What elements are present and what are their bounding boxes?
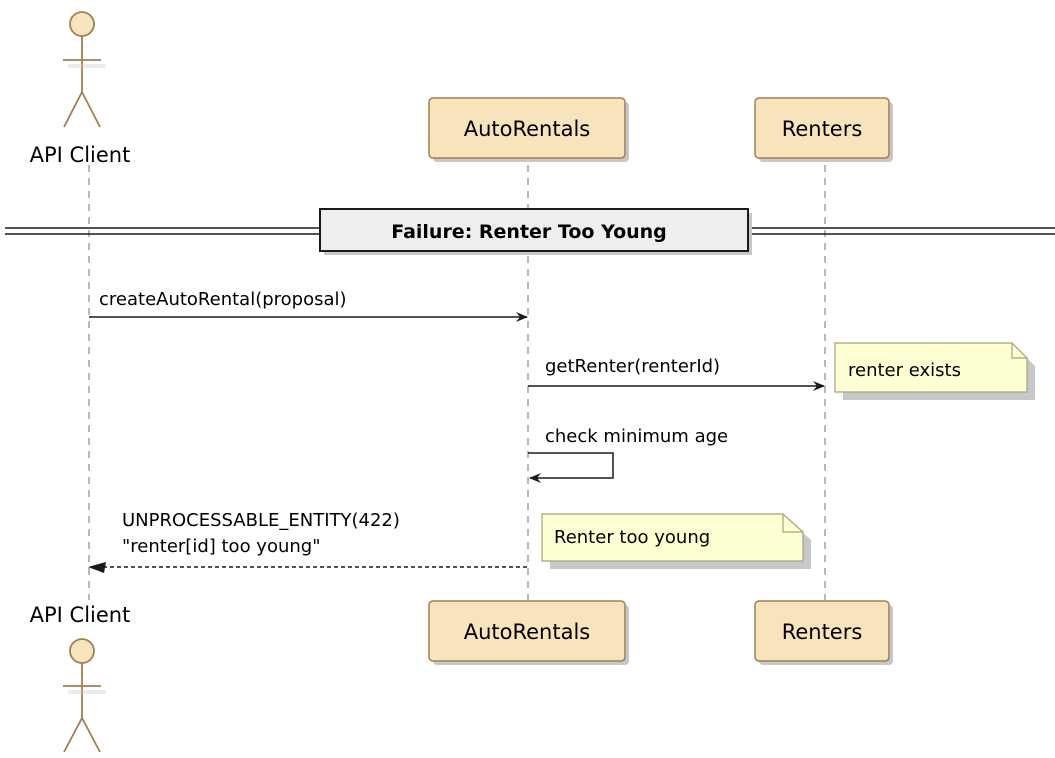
participant-autorentals-top: AutoRentals — [428, 97, 629, 162]
divider-label: Failure: Renter Too Young — [391, 221, 667, 243]
participant-label: API Client — [30, 603, 131, 627]
note-text: Renter too young — [554, 527, 710, 548]
message-get-renter: getRenter(renterId) — [528, 356, 825, 391]
message-label: check minimum age — [545, 426, 728, 447]
participant-renters-bottom: Renters — [754, 600, 893, 665]
message-label: getRenter(renterId) — [545, 356, 720, 377]
note-renter-too-young: Renter too young — [541, 513, 811, 569]
actor-head-icon — [69, 638, 95, 664]
message-check-minimum-age: check minimum age — [528, 426, 728, 483]
participant-label: Renters — [782, 620, 863, 644]
participant-autorentals-bottom: AutoRentals — [428, 600, 629, 665]
note-renter-exists: renter exists — [834, 342, 1035, 400]
participant-label: AutoRentals — [464, 117, 591, 141]
message-label-line1: UNPROCESSABLE_ENTITY(422) — [122, 510, 400, 531]
actor-api-client-top: API Client — [30, 11, 131, 167]
message-create-auto-rental: createAutoRental(proposal) — [89, 289, 528, 322]
divider: Failure: Renter Too Young — [5, 208, 1055, 255]
message-unprocessable-entity: UNPROCESSABLE_ENTITY(422) "renter[id] to… — [88, 510, 527, 573]
participant-label: API Client — [30, 143, 131, 167]
note-text: renter exists — [848, 360, 961, 381]
actor-head-icon — [69, 11, 95, 37]
participant-label: Renters — [782, 117, 863, 141]
message-label-line2: "renter[id] too young" — [122, 536, 320, 557]
actor-api-client-bottom: API Client — [30, 603, 131, 753]
participant-label: AutoRentals — [464, 620, 591, 644]
message-label: createAutoRental(proposal) — [99, 289, 347, 310]
participant-renters-top: Renters — [754, 97, 893, 162]
